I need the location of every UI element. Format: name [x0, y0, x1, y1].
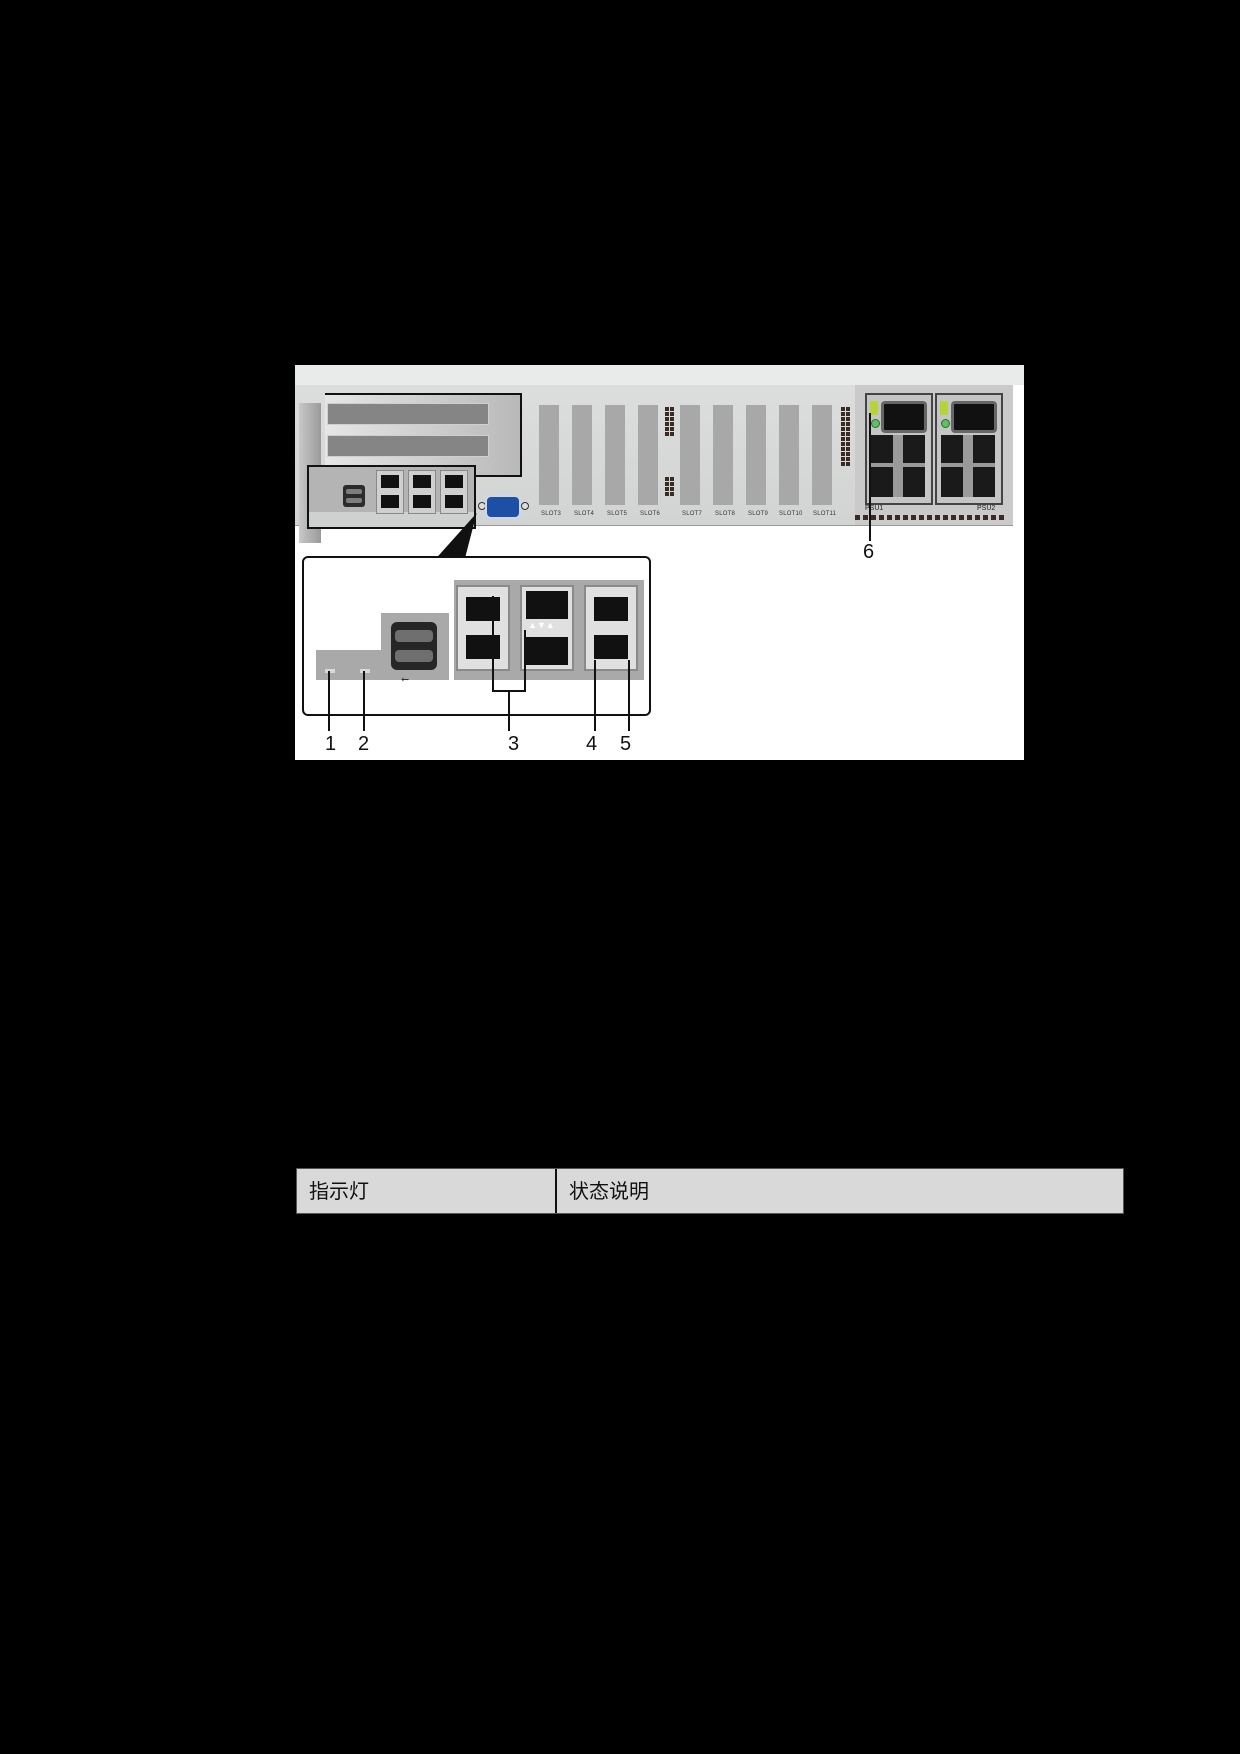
- vga-screw: [521, 502, 529, 510]
- psu-latch: [940, 401, 948, 415]
- pcie-slot-11: [812, 405, 832, 505]
- callout-line-6: [869, 413, 871, 541]
- vent-holes: [841, 407, 850, 466]
- io-zoom-detail: ⭠ ▲▼▲: [302, 556, 651, 731]
- pcie-slot-9: [746, 405, 766, 505]
- led-2: [360, 669, 370, 673]
- vent-holes: [665, 477, 674, 496]
- pcie-slot-8: [713, 405, 733, 505]
- usb-ports: [391, 622, 437, 670]
- psu-status-led: [941, 419, 950, 428]
- pcie-slot-3: [539, 405, 559, 505]
- fan-icon: [871, 435, 925, 497]
- pcie-slot-10: [779, 405, 799, 505]
- psu-label: PSU1: [865, 505, 884, 512]
- slot-label: SLOT6: [640, 511, 661, 517]
- callout-number-2: 2: [358, 733, 370, 755]
- psu-latch: [870, 401, 878, 415]
- pcie-slot-5: [605, 405, 625, 505]
- usb-icon: ⭠: [401, 674, 409, 685]
- power-socket-icon: [881, 401, 927, 433]
- pcie-slot-7: [680, 405, 700, 505]
- slot-label: SLOT11: [813, 511, 837, 517]
- header-indicator: 指示灯: [297, 1169, 557, 1213]
- sfp-ports: ▲▼▲: [520, 585, 574, 671]
- psu-1: [865, 393, 933, 505]
- vga-port: [485, 495, 521, 519]
- psu-bay: PSU1 PSU2: [855, 385, 1013, 525]
- slot-label: SLOT10: [779, 511, 803, 517]
- callout-line-4: [594, 660, 596, 731]
- link-arrows-icon: ▲▼▲: [528, 620, 555, 630]
- slot-label: SLOT4: [574, 511, 595, 517]
- callout-line-3a: [492, 596, 494, 692]
- callout-line-3b: [524, 630, 526, 692]
- callout-number-5: 5: [620, 733, 632, 755]
- sfp-ports: [408, 470, 436, 514]
- psu-2: [935, 393, 1003, 505]
- slot-label: SLOT5: [607, 511, 628, 517]
- indicator-table-header: 指示灯 状态说明: [296, 1168, 1124, 1214]
- callout-line-5: [628, 660, 630, 731]
- callout-number-4: 4: [586, 733, 598, 755]
- ethernet-ports-2: [440, 470, 468, 514]
- riser-slot-bar: [327, 403, 489, 425]
- callout-line-3: [508, 691, 510, 731]
- pcie-slot-6: [638, 405, 658, 505]
- header-status-description: 状态说明: [569, 1179, 649, 1203]
- callout-line-2: [363, 671, 365, 731]
- usb-ports: [343, 485, 365, 507]
- callout-line-1: [328, 671, 330, 731]
- ethernet-ports-1: [376, 470, 404, 514]
- ethernet-ports-2: [584, 585, 638, 671]
- psu-label: PSU2: [977, 505, 996, 512]
- callout-number-6: 6: [863, 541, 875, 563]
- fan-icon: [941, 435, 995, 497]
- vent-holes: [855, 515, 1004, 520]
- ethernet-ports-1: [456, 585, 510, 671]
- callout-number-1: 1: [325, 733, 337, 755]
- vent-holes: [665, 407, 674, 436]
- psu-status-led: [871, 419, 880, 428]
- chassis-top-cover: [295, 365, 1024, 385]
- riser-card: [325, 393, 522, 477]
- riser-slot-bar: [327, 435, 489, 457]
- slot-label: SLOT7: [682, 511, 703, 517]
- power-socket-icon: [951, 401, 997, 433]
- slot-label: SLOT3: [541, 511, 562, 517]
- slot-label: SLOT9: [748, 511, 769, 517]
- slot-label: SLOT8: [715, 511, 736, 517]
- callout-number-3: 3: [508, 733, 520, 755]
- io-panel-highlight: [307, 465, 476, 529]
- server-rear-panel-figure: SLOT3 SLOT4 SLOT5 SLOT6 SLOT7 SLOT8 SLOT…: [295, 365, 1024, 760]
- pcie-slot-4: [572, 405, 592, 505]
- led-1: [325, 669, 335, 673]
